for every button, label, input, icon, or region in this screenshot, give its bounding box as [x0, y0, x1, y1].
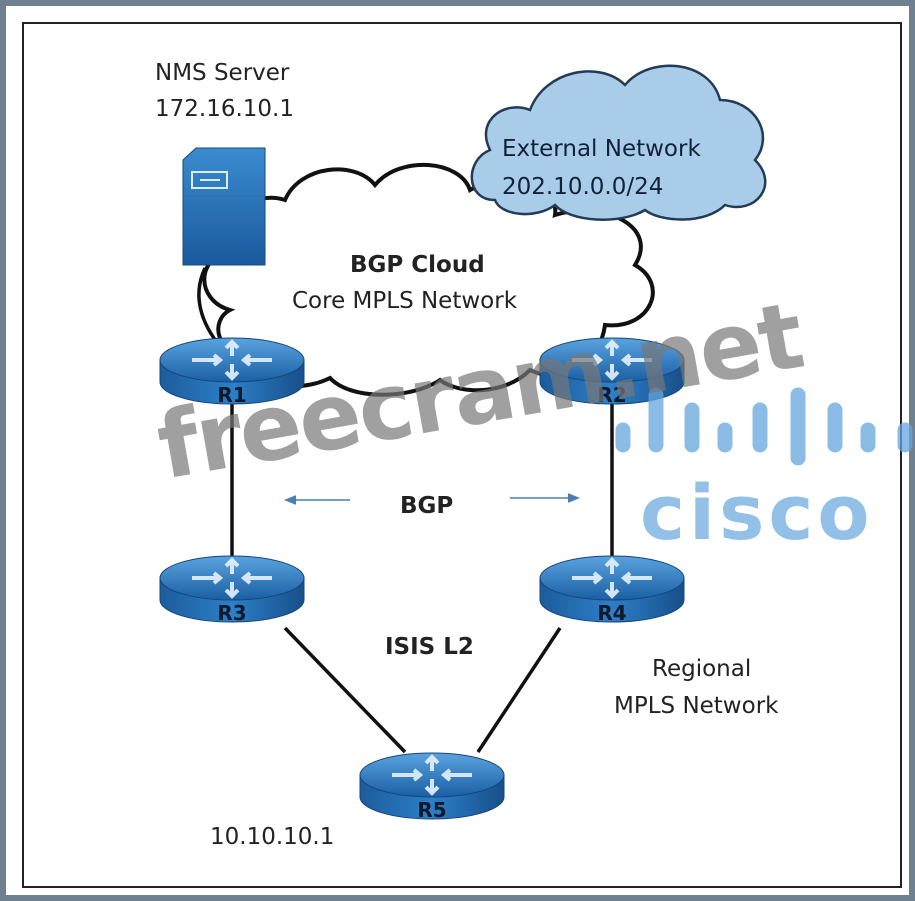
router-r5-icon[interactable]: R5: [358, 751, 506, 822]
external-network-title: External Network: [502, 136, 701, 162]
isis-link-label: ISIS L2: [385, 634, 474, 660]
router-label-r3: R3: [217, 601, 246, 625]
link-r3-r5: [283, 626, 407, 754]
link-r4-r5: [476, 627, 562, 753]
nms-server-icon: [182, 147, 266, 266]
bgp-link-label: BGP: [400, 493, 454, 519]
diagram-border: [22, 22, 902, 888]
bgp-cloud: [202, 163, 655, 397]
router-label-r1: R1: [217, 383, 246, 407]
cisco-logo-text: cisco: [640, 468, 874, 557]
external-network-cloud: [470, 64, 767, 221]
router-label-r4: R4: [597, 601, 626, 625]
bgp-cloud-subtitle: Core MPLS Network: [292, 288, 518, 314]
cisco-logo-bars: [615, 387, 913, 466]
router-r3-icon[interactable]: R3: [158, 554, 306, 625]
router-r2-icon[interactable]: R2: [538, 336, 686, 407]
regional-label-line1: Regional: [652, 656, 752, 682]
bgp-arrow-right: [510, 493, 581, 503]
router-label-r5: R5: [417, 798, 446, 822]
router-label-r2: R2: [597, 383, 626, 407]
nms-server-ip: 172.16.10.1: [155, 96, 294, 122]
r5-ip-label: 10.10.10.1: [210, 824, 335, 850]
router-r4-icon[interactable]: R4: [538, 554, 686, 625]
external-network-subnet: 202.10.0.0/24: [502, 174, 664, 200]
regional-label-line2: MPLS Network: [614, 693, 779, 719]
nms-server-title: NMS Server: [155, 60, 290, 86]
bgp-cloud-title: BGP Cloud: [350, 252, 485, 278]
router-r1-icon[interactable]: R1: [158, 336, 306, 407]
bgp-arrow-left: [283, 495, 350, 505]
